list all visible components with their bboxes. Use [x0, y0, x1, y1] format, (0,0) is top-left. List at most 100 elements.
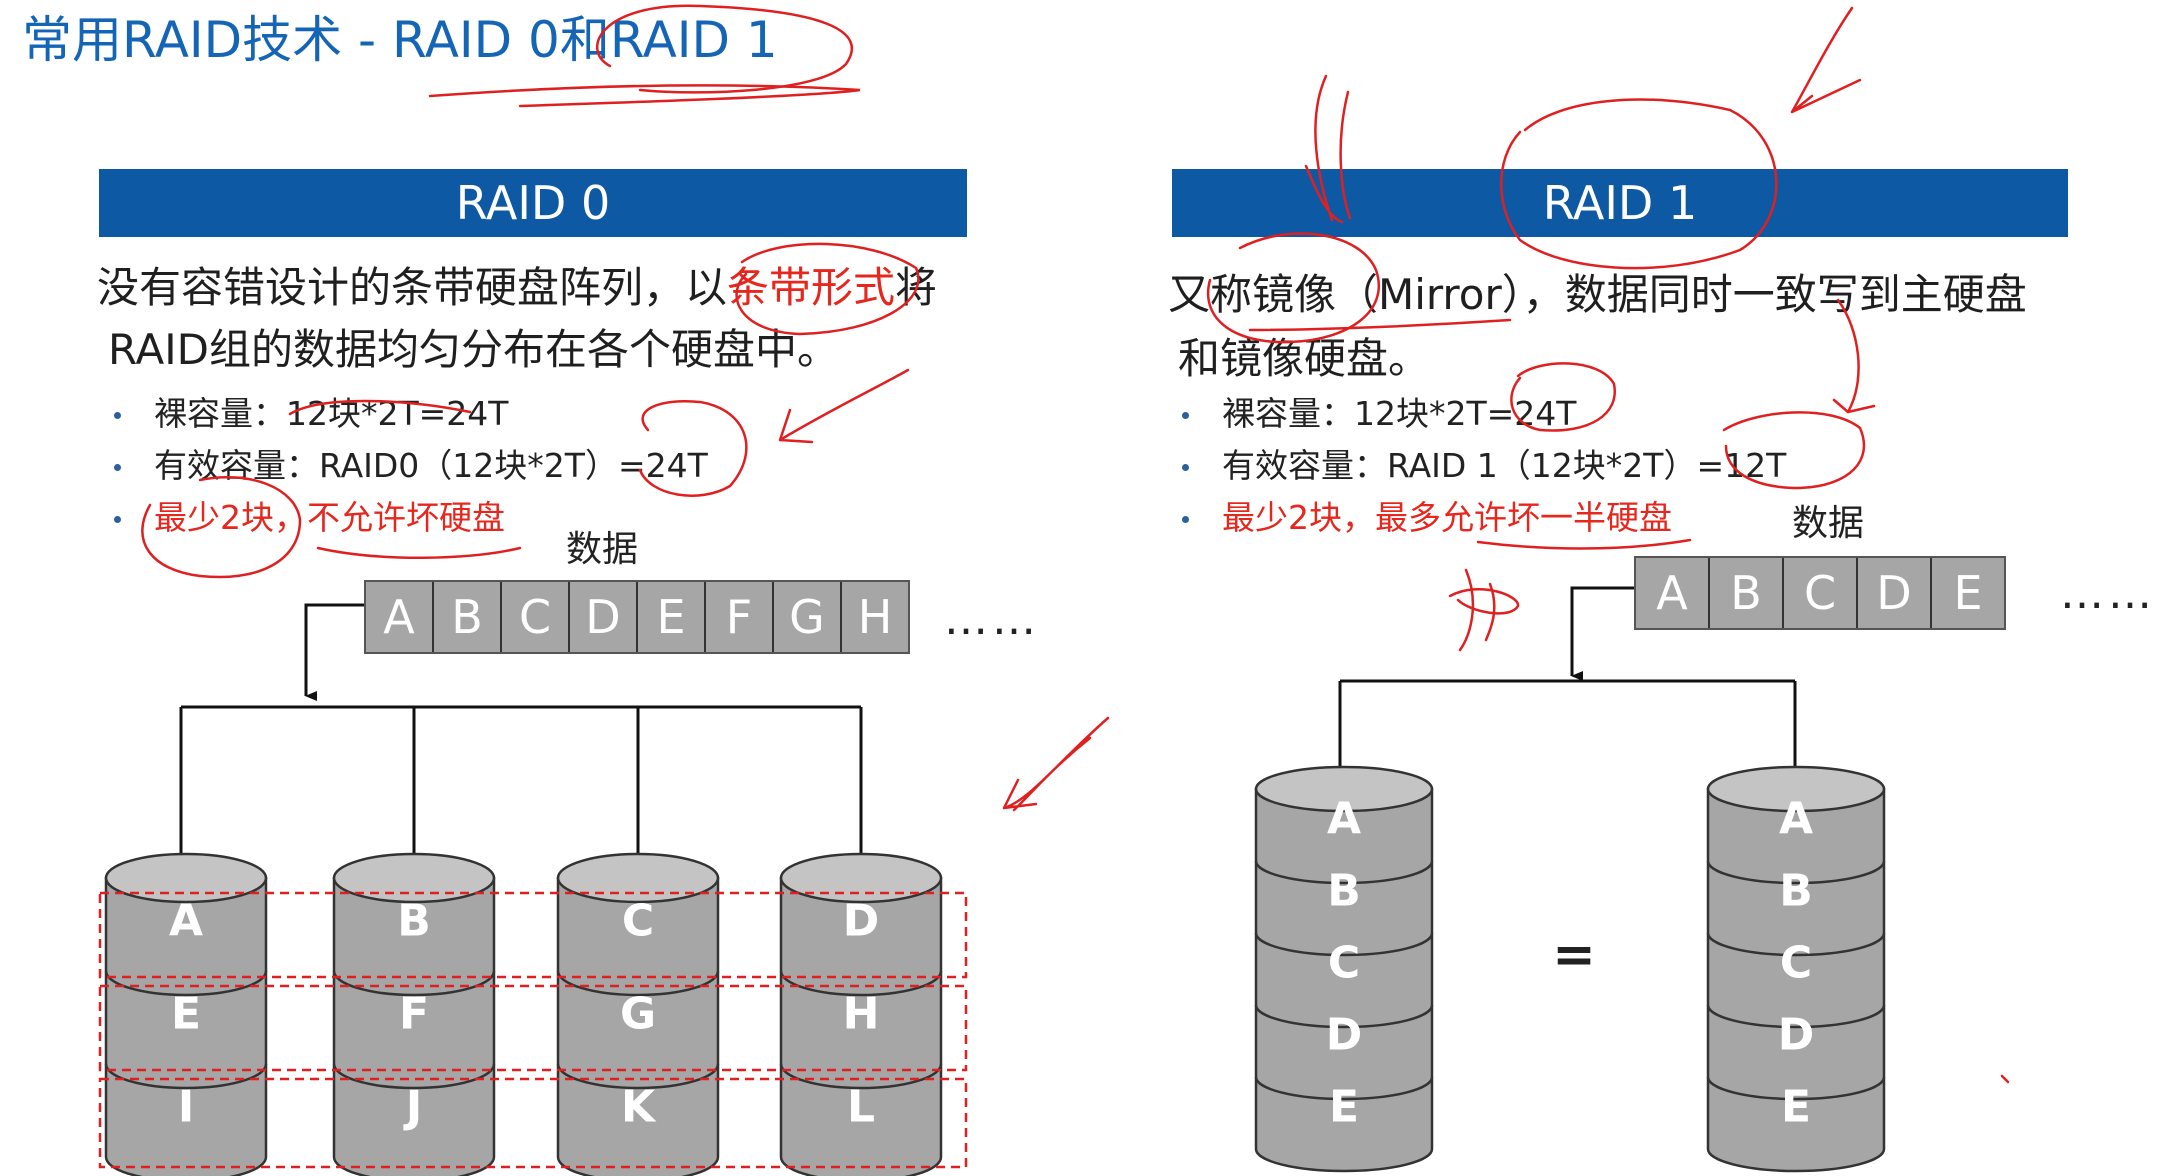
raid0-connectors — [179, 603, 872, 879]
disk-top — [104, 852, 268, 904]
disk-segment-label: A — [169, 896, 203, 947]
disk-segment-label: D — [1326, 1010, 1363, 1061]
disk-segment-divider — [332, 970, 496, 997]
title-circle-scribble — [595, 4, 853, 94]
page-title: 常用RAID技术 - RAID 0和RAID 1 — [22, 11, 778, 69]
disk-segment-divider — [1254, 932, 1434, 957]
disk-top — [332, 852, 496, 904]
data-block: C — [1784, 558, 1858, 628]
disk-segment-label: A — [1327, 794, 1361, 845]
mirror-circle — [1207, 232, 1380, 344]
raid0-description-line1: 没有容错设计的条带硬盘阵列，以条带形式将 — [97, 257, 937, 319]
raid1-half-underline — [1476, 538, 1692, 550]
disk-segment-label: H — [843, 989, 880, 1040]
raid0-side-arrow-scribble — [1002, 716, 1110, 812]
raid1-equals-sign: = — [1552, 925, 1596, 985]
disk-segment-divider — [1706, 1004, 1886, 1029]
disk-segment-divider — [556, 970, 720, 997]
disk-segment-divider — [1254, 860, 1434, 885]
raid1-header-arrow-scribble — [1304, 74, 1352, 224]
raid1-bullet-min-disks: 最少2块，最多允许坏一半硬盘 — [1178, 492, 1786, 544]
stripe-highlight-circle — [735, 242, 920, 336]
raid1-data-label: 数据 — [1792, 503, 1865, 544]
disk-segment-label: J — [403, 1082, 422, 1133]
disk-segment-divider — [1706, 932, 1886, 957]
handwritten-annotations — [141, 4, 2010, 1084]
data-block: G — [774, 582, 842, 652]
disk-body — [1254, 787, 1434, 1173]
raid0-bullet-min-disks: 最少2块，不允许坏硬盘 — [110, 492, 708, 544]
raid0-desc-text: 没有容错设计的条带硬盘阵列，以 — [97, 263, 728, 312]
disk-top — [1706, 765, 1886, 813]
disk-segment-label: E — [1329, 1082, 1359, 1133]
disk-segment-label: D — [1778, 1010, 1815, 1061]
raid0-description-line2: RAID组的数据均匀分布在各个硬盘中。 — [108, 325, 839, 374]
raid1-top-arrow-scribble — [1790, 6, 1862, 114]
data-block: H — [857, 590, 893, 644]
disk-segment-label: G — [620, 989, 656, 1040]
raid0-stripe-boxes — [98, 891, 968, 1169]
disk-segment-label: C — [1780, 938, 1812, 989]
disk-segment-label: E — [1781, 1082, 1811, 1133]
raid1-data-scribble — [1448, 568, 1520, 652]
raid0-bullet-raw-capacity: 裸容量：12块*2T=24T — [110, 388, 708, 440]
stripe-box-1 — [98, 891, 968, 979]
disk-top — [779, 852, 943, 904]
stripe-box-3 — [98, 1077, 968, 1169]
raid0-data-label: 数据 — [566, 529, 639, 570]
disk-cylinder: CGK — [556, 852, 720, 1176]
disk-segment-label: B — [397, 896, 431, 947]
disk-segment-label: B — [1327, 866, 1361, 917]
raid0-more-ellipsis: …… — [944, 594, 1040, 645]
disk-segment-label: I — [178, 1082, 194, 1133]
disk-segment-label: E — [171, 989, 201, 1040]
raid1-data-strip: A B C D E — [1634, 556, 2006, 630]
disk-segment-label: K — [621, 1082, 657, 1133]
disk-top — [556, 852, 720, 904]
data-block: E — [1953, 566, 1983, 620]
raw-capacity-underline — [288, 399, 472, 416]
raid1-connectors — [1338, 586, 1806, 789]
disk-segment-divider — [104, 1063, 268, 1090]
raid1-raw-capacity-circle — [1510, 362, 1617, 432]
data-block: D — [570, 582, 638, 652]
data-block: B — [1710, 558, 1784, 628]
disk-top — [1254, 765, 1434, 813]
disk-segment-label: B — [1779, 866, 1813, 917]
disk-segment-divider — [779, 1063, 943, 1090]
disk-cylinder: AEI — [104, 852, 268, 1176]
small-mark — [2000, 1074, 2010, 1084]
disk-segment-divider — [1706, 1076, 1886, 1101]
raid1-right-arrow-scribble — [1832, 298, 1876, 414]
raid1-bullet-list: 裸容量：12块*2T=24T 有效容量：RAID 1（12块*2T）=12T 最… — [1178, 388, 1786, 544]
raid1-description-line1: 又称镜像（Mirror），数据同时一致写到主硬盘 — [1168, 270, 2027, 319]
disk-segment-label: F — [399, 989, 429, 1040]
raid1-header-circle — [1500, 98, 1778, 270]
disk-segment-label: A — [1779, 794, 1813, 845]
raid0-bullet-list: 裸容量：12块*2T=24T 有效容量：RAID0（12块*2T）=24T 最少… — [110, 388, 708, 544]
disk-segment-label: C — [1328, 938, 1360, 989]
raid1-effective-capacity-circle — [1722, 411, 1866, 490]
mirror-underline — [1248, 318, 1512, 332]
disk-segment-divider — [332, 1063, 496, 1090]
effective-capacity-circle — [638, 400, 748, 497]
data-block: D — [1858, 558, 1932, 628]
data-block: E — [638, 582, 706, 652]
disk-segment-divider — [779, 970, 943, 997]
data-block: A — [366, 582, 434, 652]
title-underline-scribble — [428, 84, 861, 108]
data-block: B — [434, 582, 502, 652]
disk-cylinder: DHL — [779, 852, 943, 1176]
data-block: A — [1636, 558, 1710, 628]
raid1-more-ellipsis: …… — [2060, 568, 2156, 619]
data-block: C — [502, 582, 570, 652]
disk-segment-label: L — [847, 1082, 875, 1133]
disk-cylinder: BFJ — [332, 852, 496, 1176]
disk-segment-divider — [556, 1063, 720, 1090]
min-disks-circle — [141, 476, 302, 579]
disk-body — [1706, 787, 1886, 1173]
